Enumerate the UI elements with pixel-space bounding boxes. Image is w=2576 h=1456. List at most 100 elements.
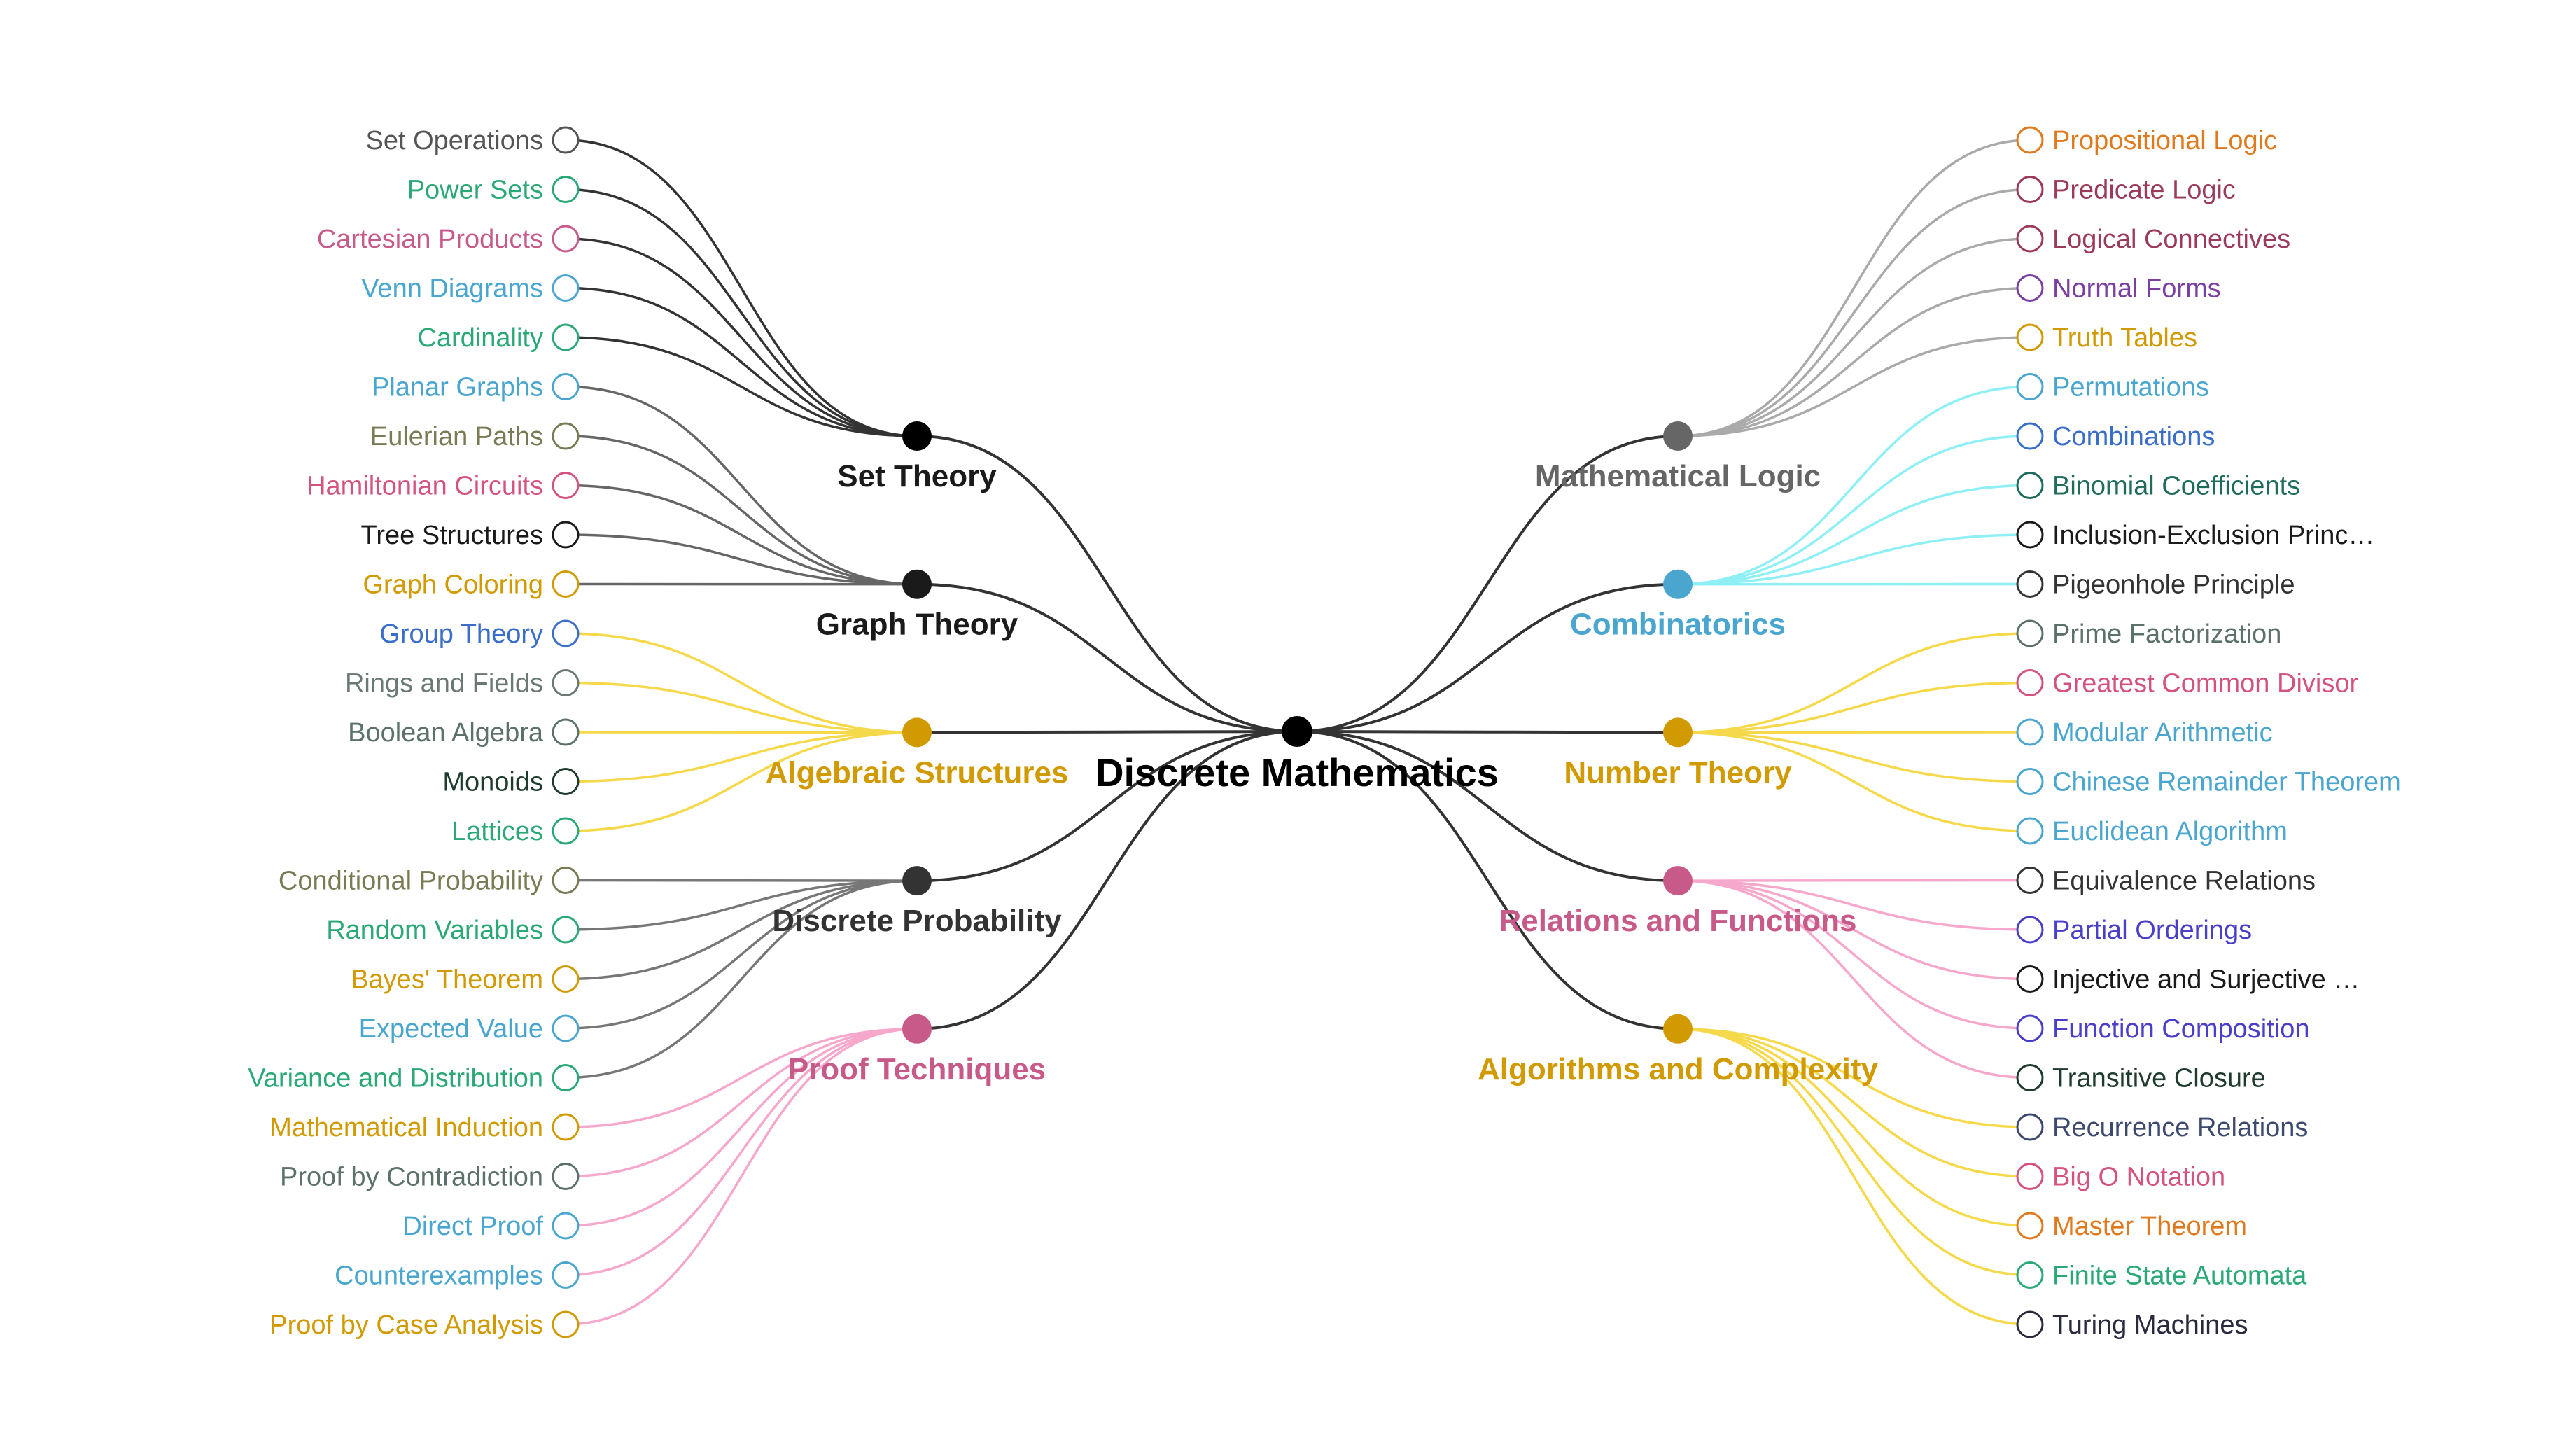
link-root-discrete-probability [916,730,1298,883]
leaf-label-venn-diagrams: Venn Diagrams [361,274,543,304]
leaf-node-combinations[interactable] [2016,422,2044,450]
leaf-node-proof-by-case-analysis[interactable] [552,1310,580,1338]
link-relations-and-functions-partial-orderings [1677,879,2031,931]
leaf-node-binomial-coefficients[interactable] [2016,472,2044,499]
leaf-node-expected-value[interactable] [552,1014,580,1042]
branch-node-proof-techniques[interactable] [902,1014,932,1044]
leaf-node-hamiltonian-circuits[interactable] [552,472,580,499]
leaf-label-monoids: Monoids [442,768,543,797]
leaf-label-truth-tables: Truth Tables [2052,323,2197,353]
branch-node-set-theory[interactable] [902,421,932,451]
link-algebraic-structures-rings-and-fields [565,681,918,734]
leaf-node-function-composition[interactable] [2016,1014,2044,1042]
leaf-node-prime-factorization[interactable] [2016,620,2044,648]
branch-node-number-theory[interactable] [1663,718,1693,748]
leaf-node-graph-coloring[interactable] [552,570,580,598]
leaf-node-rings-and-fields[interactable] [552,669,580,696]
leaf-label-propositional-logic: Propositional Logic [2052,126,2277,155]
link-discrete-probability-bayes-theorem [565,879,918,981]
leaf-node-bayes-theorem[interactable] [552,965,580,993]
leaf-node-counterexamples[interactable] [552,1261,580,1289]
leaf-label-proof-by-case-analysis: Proof by Case Analysis [270,1310,543,1340]
leaf-node-transitive-closure[interactable] [2016,1064,2044,1091]
branch-label-combinatorics: Combinatorics [1570,608,1786,642]
leaf-label-planar-graphs: Planar Graphs [372,373,543,402]
leaf-label-variance-and-distribution: Variance and Distribution [248,1064,543,1093]
leaf-label-turing-machines: Turing Machines [2052,1310,2248,1340]
leaf-node-set-operations[interactable] [552,126,580,154]
leaf-label-chinese-remainder-theorem: Chinese Remainder Theorem [2052,768,2401,797]
leaf-node-propositional-logic[interactable] [2016,126,2044,154]
leaf-node-recurrence-relations[interactable] [2016,1113,2044,1141]
link-root-algorithms-and-complexity [1296,730,1679,1030]
leaf-label-mathematical-induction: Mathematical Induction [270,1113,543,1142]
link-root-set-theory [916,435,1298,733]
leaf-label-modular-arithmetic: Modular Arithmetic [2052,718,2273,748]
branch-label-relations-and-functions: Relations and Functions [1499,904,1857,938]
branch-node-discrete-probability[interactable] [902,866,932,896]
leaf-label-binomial-coefficients: Binomial Coefficients [2052,472,2300,501]
link-number-theory-chinese-remainder-theorem [1677,731,2031,783]
leaf-node-mathematical-induction[interactable] [552,1113,580,1141]
link-mathematical-logic-predicate-logic [1677,188,2031,438]
link-root-mathematical-logic [1296,435,1679,733]
leaf-label-greatest-common-divisor: Greatest Common Divisor [2052,669,2358,699]
mindmap-nodes [552,126,2044,1338]
link-graph-theory-hamiltonian-circuits [565,484,918,586]
link-discrete-probability-random-variables [565,879,918,931]
link-algorithms-and-complexity-master-theorem [1677,1028,2031,1227]
leaf-node-partial-orderings[interactable] [2016,916,2044,944]
leaf-node-group-theory[interactable] [552,620,580,648]
leaf-node-pigeonhole-principle[interactable] [2016,570,2044,598]
link-combinatorics-permutations [1677,385,2031,586]
leaf-node-inclusion-exclusion-princ[interactable] [2016,521,2044,549]
link-algorithms-and-complexity-finite-state-automata [1677,1028,2031,1277]
root-label: Discrete Mathematics [1096,750,1499,794]
leaf-node-master-theorem[interactable] [2016,1212,2044,1240]
leaf-node-tree-structures[interactable] [552,521,580,549]
leaf-node-logical-connectives[interactable] [2016,225,2044,253]
link-graph-theory-planar-graphs [565,385,918,586]
leaf-node-modular-arithmetic[interactable] [2016,718,2044,746]
leaf-node-eulerian-paths[interactable] [552,422,580,450]
leaf-label-expected-value: Expected Value [359,1014,543,1044]
leaf-node-boolean-algebra[interactable] [552,718,580,746]
branch-node-relations-and-functions[interactable] [1663,866,1693,896]
branch-node-combinatorics[interactable] [1663,569,1693,599]
leaf-node-cartesian-products[interactable] [552,225,580,253]
leaf-node-injective-and-surjective[interactable] [2016,965,2044,993]
branch-label-set-theory: Set Theory [837,459,997,493]
leaf-node-greatest-common-divisor[interactable] [2016,669,2044,696]
leaf-node-proof-by-contradiction[interactable] [552,1163,580,1190]
branch-label-algorithms-and-complexity: Algorithms and Complexity [1478,1052,1879,1086]
leaf-node-random-variables[interactable] [552,916,580,944]
leaf-node-truth-tables[interactable] [2016,323,2044,351]
leaf-node-power-sets[interactable] [552,176,580,203]
leaf-node-monoids[interactable] [552,768,580,795]
branch-node-algebraic-structures[interactable] [902,718,932,748]
leaf-node-conditional-probability[interactable] [552,867,580,894]
branch-node-graph-theory[interactable] [902,569,932,599]
branch-node-mathematical-logic[interactable] [1663,421,1693,451]
leaf-node-euclidean-algorithm[interactable] [2016,817,2044,845]
leaf-node-direct-proof[interactable] [552,1212,580,1240]
link-set-theory-cardinality [565,336,918,438]
branch-node-algorithms-and-complexity[interactable] [1663,1014,1693,1044]
leaf-node-normal-forms[interactable] [2016,274,2044,302]
leaf-node-permutations[interactable] [2016,373,2044,400]
leaf-node-venn-diagrams[interactable] [552,274,580,302]
leaf-node-cardinality[interactable] [552,323,580,351]
leaf-node-finite-state-automata[interactable] [2016,1261,2044,1289]
leaf-node-planar-graphs[interactable] [552,373,580,400]
leaf-node-chinese-remainder-theorem[interactable] [2016,768,2044,795]
leaf-node-predicate-logic[interactable] [2016,176,2044,203]
leaf-node-turing-machines[interactable] [2016,1310,2044,1338]
leaf-label-lattices: Lattices [451,817,543,846]
root-node[interactable] [1282,716,1312,747]
leaf-node-equivalence-relations[interactable] [2016,867,2044,894]
leaf-node-variance-and-distribution[interactable] [552,1064,580,1091]
link-relations-and-functions-transitive-closure [1677,879,2031,1079]
leaf-node-big-o-notation[interactable] [2016,1163,2044,1190]
leaf-node-lattices[interactable] [552,817,580,845]
link-algorithms-and-complexity-turing-machines [1677,1028,2031,1326]
